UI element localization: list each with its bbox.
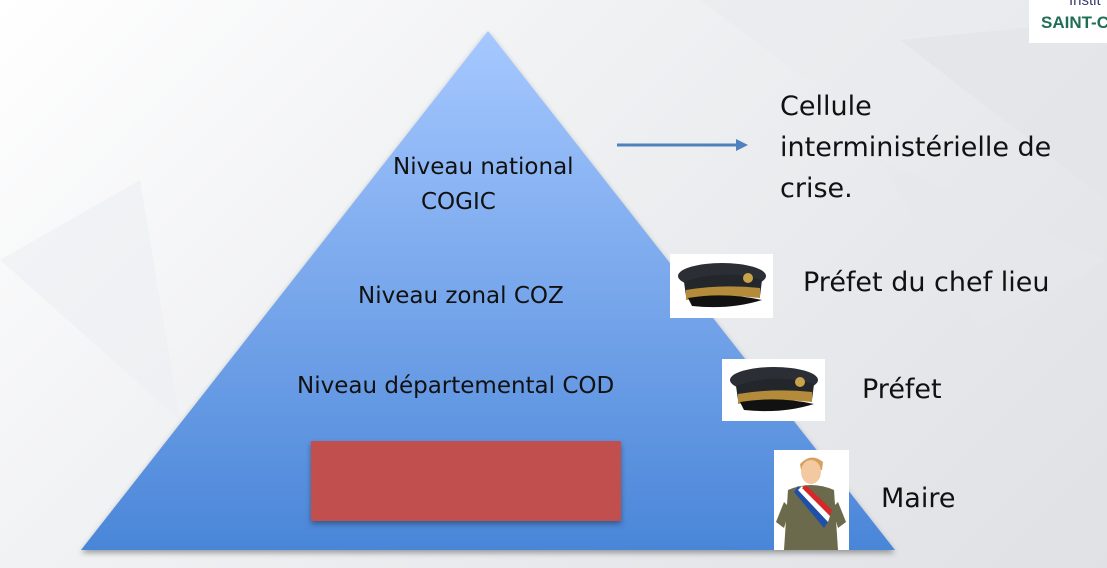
pyramid-shape bbox=[81, 31, 895, 550]
communal-level-box bbox=[311, 441, 621, 521]
prefect-cap-icon bbox=[670, 254, 773, 318]
arrow-icon bbox=[617, 139, 748, 151]
mayor-figure-icon bbox=[774, 450, 849, 550]
departemental-authority: Préfet bbox=[862, 374, 942, 405]
zonal-level-label: Niveau zonal COZ bbox=[358, 283, 564, 309]
institution-logo: Instit SAINT-C bbox=[1029, 0, 1107, 43]
communal-authority: Maire bbox=[881, 483, 956, 514]
logo-line-2: SAINT-C bbox=[1041, 13, 1107, 32]
national-level-label-line2: COGIC bbox=[421, 189, 496, 215]
national-description: Cellule interministérielle de crise. bbox=[780, 91, 1052, 204]
logo-line-1: Instit bbox=[1069, 0, 1101, 9]
prefect-cap-icon bbox=[722, 359, 825, 421]
national-level-label-line1: Niveau national bbox=[393, 154, 574, 180]
departemental-level-label: Niveau départemental COD bbox=[297, 373, 615, 399]
zonal-authority: Préfet du chef lieu bbox=[803, 267, 1050, 298]
